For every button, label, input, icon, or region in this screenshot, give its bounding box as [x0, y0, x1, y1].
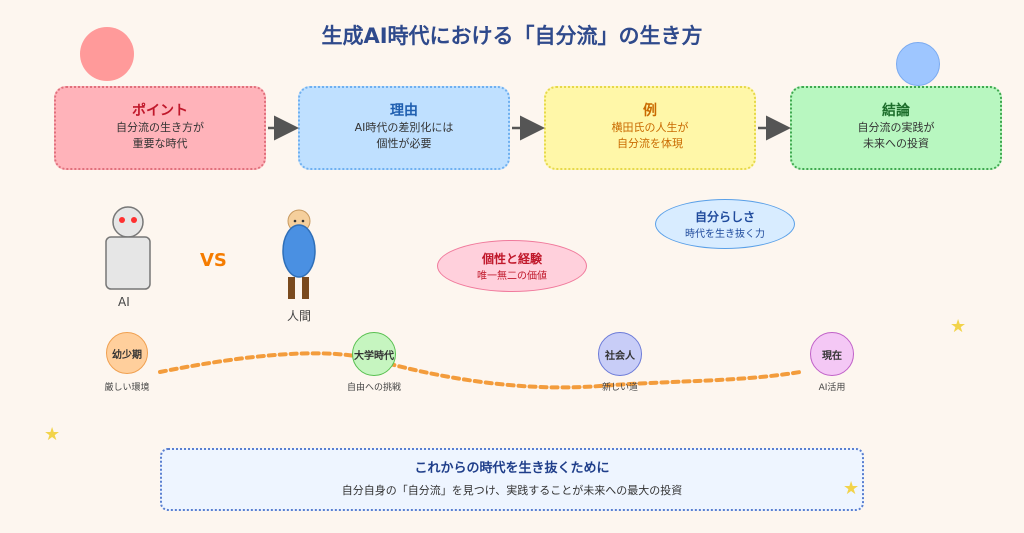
self-bubble-sub: 時代を生き抜く力: [685, 229, 765, 240]
card-reason-title: 理由: [390, 103, 418, 119]
star-icon: ★: [843, 478, 860, 499]
uniqueness-bubble-sub: 唯一無二の価値: [477, 271, 547, 282]
card-conclusion: 結論 自分流の実践が 未来への投資: [790, 86, 1002, 170]
timeline-label-childhood: 厳しい環境: [104, 383, 150, 393]
card-reason-line-1: AI時代の差別化には: [354, 121, 454, 134]
human-label: 人間: [287, 309, 312, 323]
card-point-line-1: 自分流の生き方が: [116, 121, 204, 134]
card-point: ポイント 自分流の生き方が 重要な時代: [54, 86, 266, 170]
timeline-stage-present: 現在: [810, 332, 854, 376]
conclusion-banner: これからの時代を生き抜くために 自分自身の「自分流」を見つけ、実践することが未来…: [160, 448, 864, 511]
card-reason-line-2: 個性が必要: [376, 137, 432, 150]
card-reason: 理由 AI時代の差別化には 個性が必要: [298, 86, 510, 170]
star-icon: ★: [44, 424, 61, 445]
decorative-circle-red: [80, 27, 134, 81]
uniqueness-bubble: 個性と経験 唯一無二の価値: [437, 240, 587, 292]
card-example: 例 横田氏の人生が 自分流を体現: [544, 86, 756, 170]
uniqueness-bubble-title: 個性と経験: [481, 252, 542, 266]
self-bubble-title: 自分らしさ: [694, 210, 755, 224]
card-conclusion-title: 結論: [882, 103, 910, 119]
vs-label: VS: [200, 250, 227, 271]
timeline-label-working: 新しい道: [601, 383, 638, 393]
timeline-label-university: 自由への挑戦: [346, 383, 401, 393]
card-conclusion-line-1: 自分流の実践が: [857, 121, 935, 134]
robot-icon: [105, 206, 151, 290]
timeline-stage-childhood: 幼少期: [106, 332, 148, 374]
card-point-line-2: 重要な時代: [132, 137, 188, 150]
banner-heading: これからの時代を生き抜くために: [414, 461, 610, 476]
card-example-title: 例: [643, 103, 657, 119]
self-bubble: 自分らしさ 時代を生き抜く力: [655, 199, 795, 249]
card-example-line-1: 横田氏の人生が: [611, 121, 689, 134]
timeline-stage-working: 社会人: [598, 332, 642, 376]
banner-body: 自分自身の「自分流」を見つけ、実践することが未来への最大の投資: [341, 484, 683, 497]
ai-label: AI: [118, 295, 130, 309]
timeline-label-present: AI活用: [818, 383, 846, 393]
card-conclusion-line-2: 未来への投資: [863, 137, 929, 150]
timeline-stage-university: 大学時代: [352, 332, 396, 376]
card-point-title: ポイント: [132, 103, 188, 119]
card-example-line-2: 自分流を体現: [617, 137, 683, 150]
timeline-path: [158, 351, 802, 390]
page-title: 生成AI時代における「自分流」の生き方: [321, 24, 703, 48]
decorative-circle-blue: [896, 42, 940, 86]
human-icon: [282, 209, 316, 299]
star-icon: ★: [950, 316, 967, 337]
